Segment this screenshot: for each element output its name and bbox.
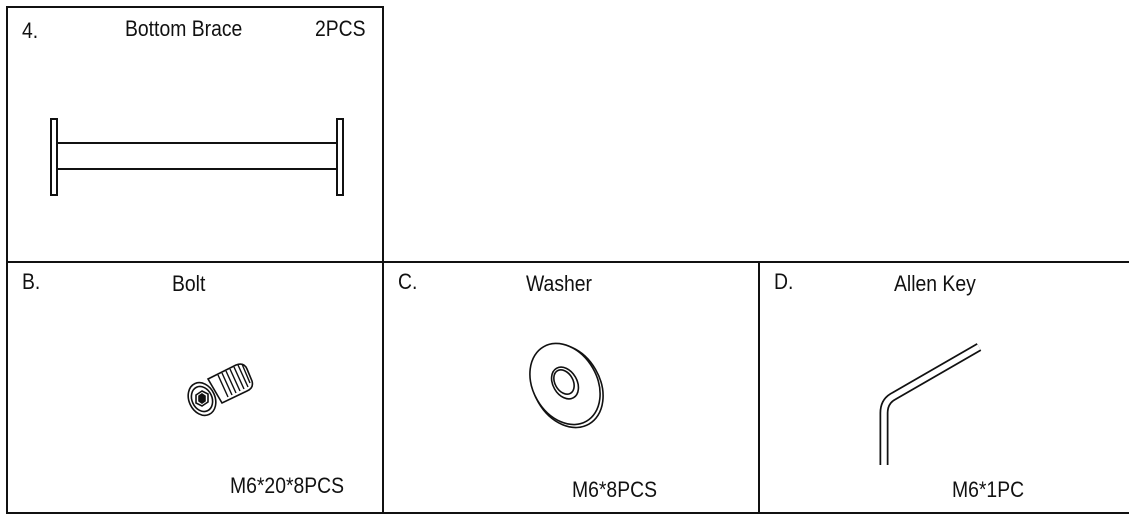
part-quantity: M6*20*8PCS	[230, 473, 345, 498]
part-cell-allen-key: D. Allen Key M6*1PC	[758, 261, 1129, 514]
part-cell-bolt: B. Bolt M6*20*8PCS	[6, 261, 384, 514]
part-quantity: M6*1PC	[952, 477, 1025, 502]
part-name: Allen Key	[894, 271, 976, 296]
bottom-brace-illustration	[50, 118, 344, 196]
part-letter: C.	[398, 269, 418, 294]
part-cell-washer: C. Washer M6*8PCS	[382, 261, 760, 514]
allen-key-icon	[879, 343, 982, 465]
part-letter: B.	[22, 269, 41, 294]
part-name: Washer	[526, 271, 592, 296]
part-name: Bolt	[172, 271, 206, 296]
washer-icon	[529, 342, 604, 429]
part-quantity: 2PCS	[315, 16, 366, 41]
bolt-icon	[187, 363, 254, 417]
part-letter: D.	[774, 269, 794, 294]
part-cell-bottom-brace: 4. Bottom Brace 2PCS	[6, 6, 384, 263]
part-quantity: M6*8PCS	[572, 477, 658, 502]
part-name: Bottom Brace	[125, 16, 243, 41]
part-number: 4.	[22, 18, 39, 43]
